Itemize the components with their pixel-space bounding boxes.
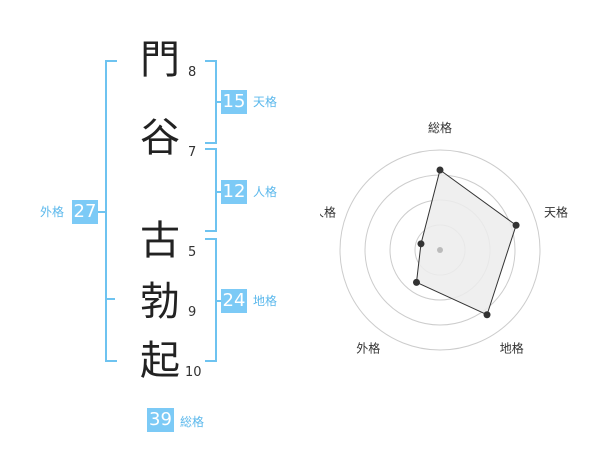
name-kanji-1: 門	[140, 37, 180, 83]
radar-axis-label-4: 外格	[356, 341, 380, 356]
tenkaku-label: 天格	[253, 95, 278, 109]
radar-points	[412, 166, 520, 319]
jinkaku-bracket	[205, 148, 217, 232]
radar-point-1	[436, 166, 444, 174]
soukaku-label: 総格	[180, 415, 205, 429]
name-kanji-4: 勃	[140, 279, 180, 325]
tenkaku-connector	[215, 101, 222, 103]
radar-axis-label-1: 総格	[428, 120, 452, 135]
radar-point-3	[483, 311, 491, 319]
radar-point-4	[412, 278, 420, 286]
stroke-count-5: 10	[185, 365, 202, 380]
gaikaku-inner-tick	[107, 298, 115, 300]
name-kanji-3: 古	[140, 218, 180, 264]
radar-axis-label-3: 地格	[500, 341, 524, 356]
radar-center-dot	[437, 247, 443, 253]
radar-axis-label-2: 天格	[544, 204, 568, 219]
radar-axis-label-5: 人格	[320, 204, 336, 219]
soukaku-value-badge: 39	[147, 408, 174, 432]
radar-ring	[339, 149, 541, 351]
name-kanji-5: 起	[140, 338, 180, 384]
stroke-count-3: 5	[188, 245, 197, 260]
stroke-count-2: 7	[188, 145, 197, 160]
jinkaku-connector	[215, 191, 222, 193]
chikaku-value-badge: 24	[221, 289, 247, 313]
gaikaku-connector	[98, 211, 105, 213]
gaikaku-value-badge: 27	[72, 200, 98, 224]
radar-point-5	[417, 240, 425, 248]
stroke-count-1: 8	[188, 65, 197, 80]
stroke-count-4: 9	[188, 305, 197, 320]
tenkaku-value-badge: 15	[221, 90, 247, 114]
name-kanji-2: 谷	[140, 115, 180, 161]
gaikaku-bracket	[105, 60, 117, 362]
radar-area	[415, 169, 517, 316]
jinkaku-value-badge: 12	[221, 180, 247, 204]
gaikaku-label: 外格	[40, 205, 65, 219]
chikaku-connector	[215, 300, 222, 302]
radar-point-2	[512, 221, 520, 229]
jinkaku-label: 人格	[253, 185, 278, 199]
chikaku-label: 地格	[253, 294, 278, 308]
